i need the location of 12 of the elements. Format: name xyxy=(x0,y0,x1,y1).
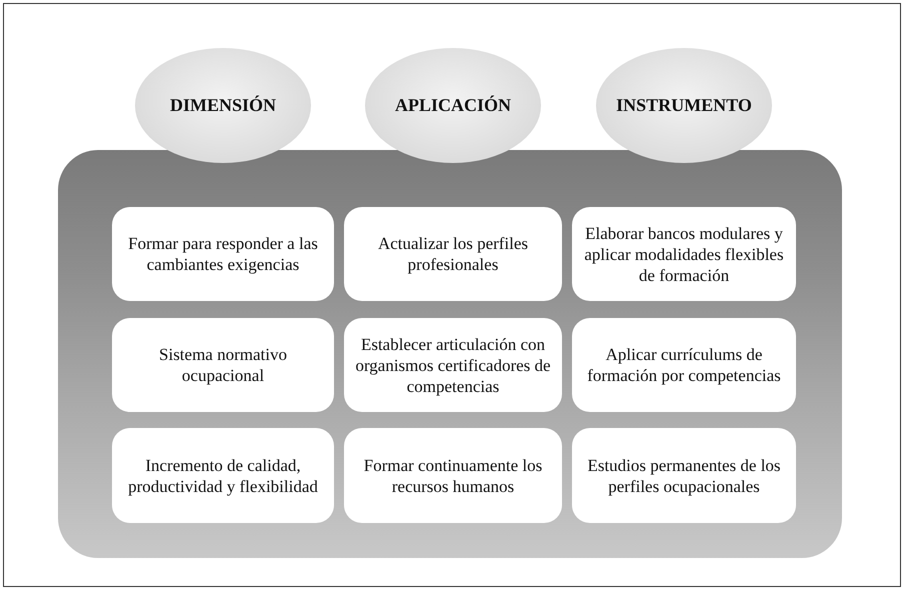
rounded-box: Formar continuamente los recursos humanos xyxy=(344,428,562,523)
rounded-box: Aplicar currículums de formación por competencias xyxy=(572,318,796,412)
rounded-box: Incremento de calidad, productividad y flexibilidad xyxy=(112,428,334,523)
rounded-box: Actualizar los perfiles profesionales xyxy=(344,207,562,301)
rounded-box: Estudios permanentes de los perfiles ocupacionales xyxy=(572,428,796,523)
rounded-box: Formar para responder a las cambiantes exigencias xyxy=(112,207,334,301)
header-ellipse: DIMENSIÓN xyxy=(135,48,311,163)
header-ellipse: INSTRUMENTO xyxy=(596,48,772,163)
header-ellipse: APLICACIÓN xyxy=(365,48,541,163)
rounded-box: Elaborar bancos modulares y aplicar modalidades flexibles de formación xyxy=(572,207,796,301)
rounded-box: Sistema normativo ocupacional xyxy=(112,318,334,412)
rounded-box: Establecer articulación con organismos certificadores de competencias xyxy=(344,318,562,412)
